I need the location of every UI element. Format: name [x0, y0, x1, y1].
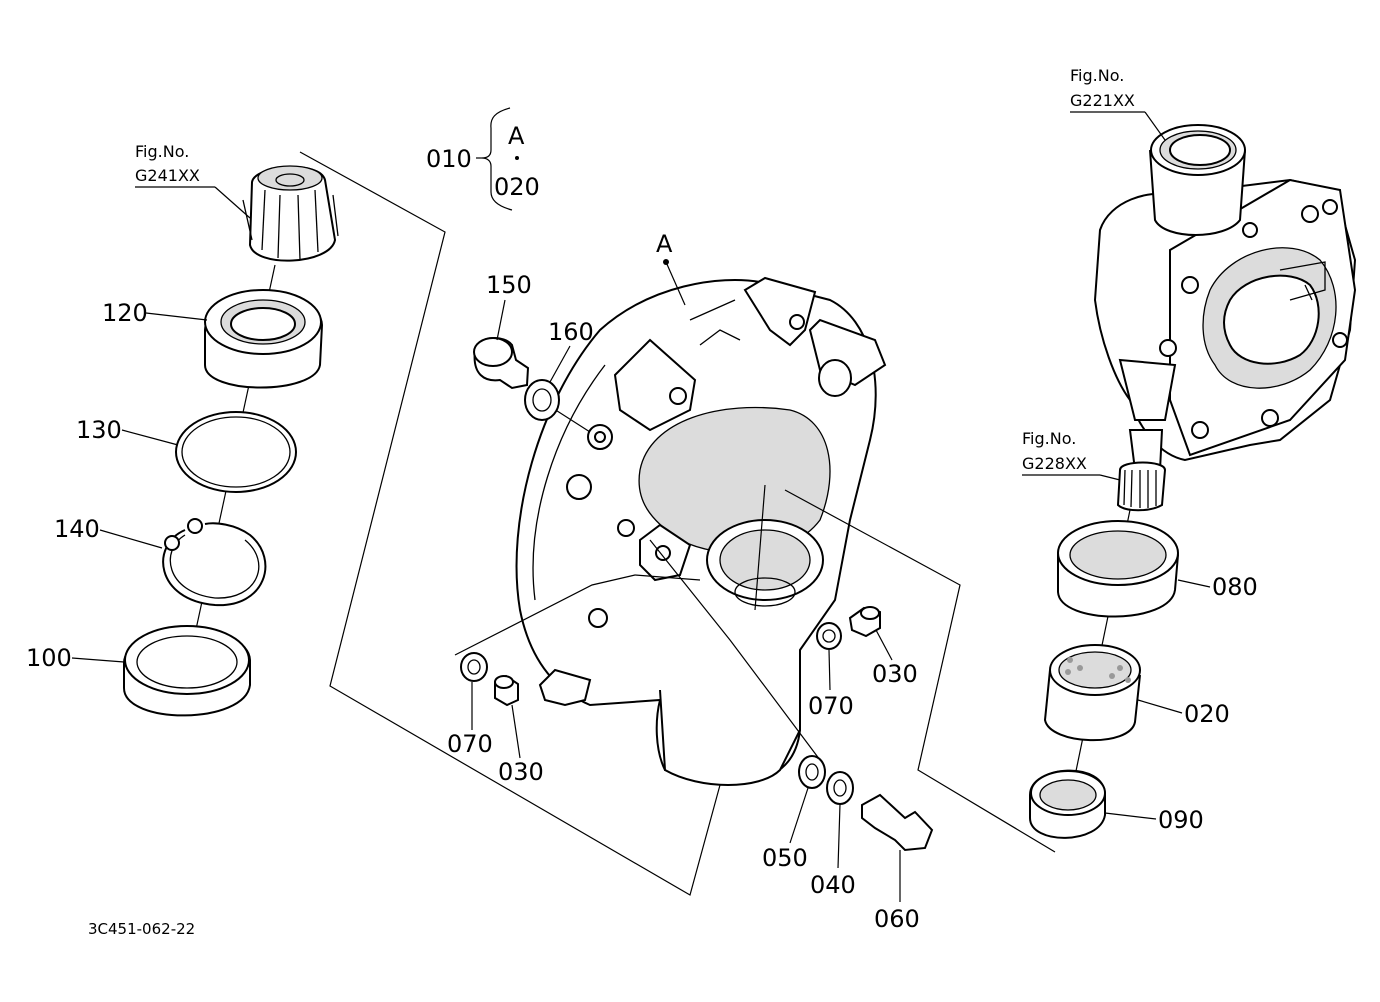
- leader-160: [549, 345, 571, 383]
- leader-030-left: [511, 704, 521, 759]
- washer-050: [798, 755, 826, 789]
- fig-ref-g221-leader: [1144, 111, 1166, 141]
- assembly-line-right: [784, 489, 1056, 853]
- bolt-060: [861, 793, 934, 852]
- assembly-line-center: [649, 539, 821, 761]
- label-060: 060: [874, 905, 920, 933]
- leader-140: [99, 529, 163, 549]
- label-010: 010: [426, 145, 472, 173]
- label-130: 130: [76, 416, 122, 444]
- label-030-right: 030: [872, 660, 918, 688]
- leader-020: [1137, 699, 1183, 714]
- gear-case-assembly: [1093, 124, 1357, 512]
- fig-ref-g221-code: G221XX: [1070, 91, 1135, 110]
- fig-ref-g221-prefix: Fig.No.: [1070, 66, 1124, 85]
- leader-150: [496, 299, 506, 341]
- housing-marker-a: A: [656, 230, 673, 258]
- washer-070-right: [816, 622, 842, 650]
- leader-130: [121, 429, 179, 446]
- assembly-outline-left: [299, 151, 721, 896]
- ring-130: [175, 411, 297, 493]
- plug-150: [473, 337, 530, 390]
- leader-100: [71, 657, 125, 663]
- label-160: 160: [548, 318, 594, 346]
- label-090: 090: [1158, 806, 1204, 834]
- bevel-gear: [242, 165, 339, 262]
- leader-050: [789, 787, 809, 844]
- fig-ref-g228-code: G228XX: [1022, 454, 1087, 473]
- leader-030-right: [875, 629, 893, 661]
- label-140: 140: [54, 515, 100, 543]
- fig-ref-g228-prefix: Fig.No.: [1022, 429, 1076, 448]
- leader-040: [837, 803, 841, 869]
- leader-070-right: [828, 649, 831, 691]
- washer-040: [826, 771, 854, 805]
- fig-ref-g228-leader: [1099, 474, 1121, 481]
- leader-080: [1177, 579, 1211, 588]
- bushing-020: [1043, 644, 1141, 742]
- seal-100: [123, 625, 251, 717]
- axis-line-bore: [754, 484, 766, 611]
- label-020-group: 020: [494, 173, 540, 201]
- bearing-090: [1029, 769, 1106, 839]
- gear-housing: [515, 276, 887, 786]
- label-020: 020: [1184, 700, 1230, 728]
- label-120: 120: [102, 299, 148, 327]
- fig-ref-g241-prefix: Fig.No.: [135, 142, 189, 161]
- drawing-code: 3C451-062-22: [88, 920, 195, 938]
- leader-090: [1104, 812, 1157, 820]
- bearing-cup-080: [1057, 520, 1180, 618]
- label-080: 080: [1212, 573, 1258, 601]
- label-030-left: 030: [498, 758, 544, 786]
- assembly-line-left-bolt: [454, 574, 701, 656]
- group-brace: [476, 107, 519, 211]
- bolt-030-left: [494, 674, 519, 707]
- fig-ref-g241-leader: [214, 186, 251, 219]
- washer-160: [524, 379, 560, 421]
- leader-120: [145, 312, 208, 321]
- snap-ring-140: [162, 518, 267, 607]
- washer-070-left: [460, 652, 488, 682]
- label-070-left: 070: [447, 730, 493, 758]
- group-marker-a: A: [508, 122, 525, 150]
- label-070-right: 070: [808, 692, 854, 720]
- label-040: 040: [810, 871, 856, 899]
- bolt-030-right: [848, 606, 881, 638]
- housing-marker-leader: [665, 261, 686, 306]
- bearing-120: [204, 289, 324, 389]
- label-050: 050: [762, 844, 808, 872]
- label-150: 150: [486, 271, 532, 299]
- fig-ref-g241-code: G241XX: [135, 166, 200, 185]
- label-100: 100: [26, 644, 72, 672]
